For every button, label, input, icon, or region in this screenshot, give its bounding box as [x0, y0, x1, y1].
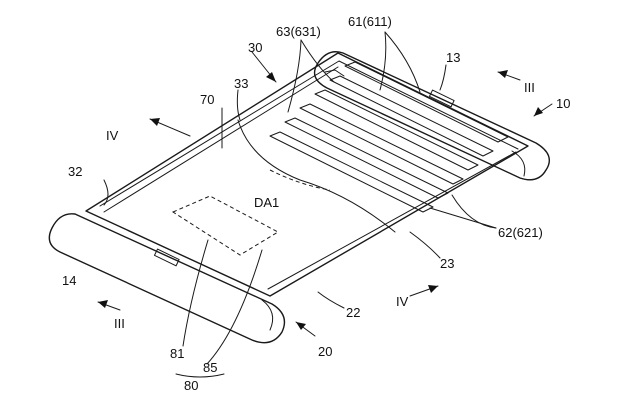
display-hidden-line — [269, 169, 331, 191]
label-30: 30 — [248, 40, 262, 55]
label-20: 20 — [318, 344, 332, 359]
label-III-bottom: III — [114, 316, 125, 331]
front-roller-slot — [153, 248, 180, 267]
label-23: 23 — [440, 256, 454, 271]
label-62: 62(621) — [498, 225, 543, 240]
label-IV-right: IV — [396, 294, 409, 309]
label-32: 32 — [68, 164, 82, 179]
display-bend-line — [237, 119, 396, 233]
label-63: 63(631) — [276, 24, 321, 39]
reference-labels: 10 13 14 20 22 23 30 32 33 61(611) 62(62… — [62, 14, 570, 393]
label-III-top: III — [524, 80, 535, 95]
plate-body — [85, 52, 529, 297]
label-70: 70 — [200, 92, 214, 107]
label-61: 61(611) — [348, 14, 392, 29]
front-roller — [48, 213, 286, 344]
label-13: 13 — [446, 50, 460, 65]
section-arrows — [97, 51, 553, 337]
label-85: 85 — [203, 360, 217, 375]
label-IV-left: IV — [106, 128, 119, 143]
label-22: 22 — [346, 305, 360, 320]
label-10: 10 — [556, 96, 570, 111]
slats — [269, 61, 509, 213]
label-33: 33 — [234, 76, 248, 91]
back-roller — [313, 51, 550, 181]
label-14: 14 — [62, 273, 76, 288]
label-81: 81 — [170, 346, 184, 361]
label-80: 80 — [184, 378, 198, 393]
label-DA1: DA1 — [254, 195, 279, 210]
leader-lines — [103, 31, 497, 378]
back-roller-slot — [428, 89, 455, 108]
